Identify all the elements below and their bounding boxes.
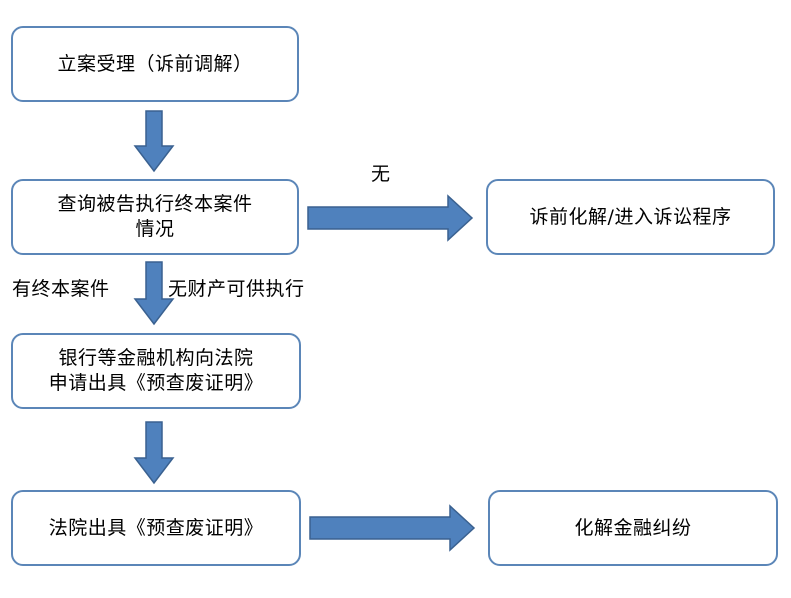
node-resolve-dispute: 化解金融纠纷 (488, 490, 778, 566)
arrow-bank-to-court (133, 421, 175, 485)
node-query-enforcement: 查询被告执行终本案件 情况 (11, 179, 299, 255)
node-bank-application: 银行等金融机构向法院 申请出具《预查废证明》 (11, 333, 301, 409)
node-resolve-text: 化解金融纠纷 (574, 516, 692, 539)
node-bank-line2: 申请出具《预查废证明》 (48, 372, 264, 394)
arrow-filing-to-query (133, 110, 175, 173)
node-court-issue-text: 法院出具《预查废证明》 (48, 516, 264, 539)
arrow-query-to-bank (133, 261, 175, 326)
node-case-filing: 立案受理（诉前调解） (11, 26, 299, 102)
node-case-filing-text: 立案受理（诉前调解） (57, 52, 253, 75)
edge-label-no-property: 无财产可供执行 (168, 278, 305, 300)
node-bank-line1: 银行等金融机构向法院 (58, 347, 254, 369)
arrow-court-to-resolve (309, 504, 476, 552)
edge-label-has-case: 有终本案件 (12, 278, 110, 300)
node-pre-litigation: 诉前化解/进入诉讼程序 (486, 179, 775, 255)
node-court-issue: 法院出具《预查废证明》 (11, 490, 301, 566)
edge-label-none: 无 (371, 163, 391, 185)
node-pre-litigation-text: 诉前化解/进入诉讼程序 (529, 205, 732, 228)
node-query-line1: 查询被告执行终本案件 (57, 193, 253, 215)
node-query-line2: 情况 (135, 218, 175, 240)
arrow-query-to-prelitigation (307, 194, 474, 242)
